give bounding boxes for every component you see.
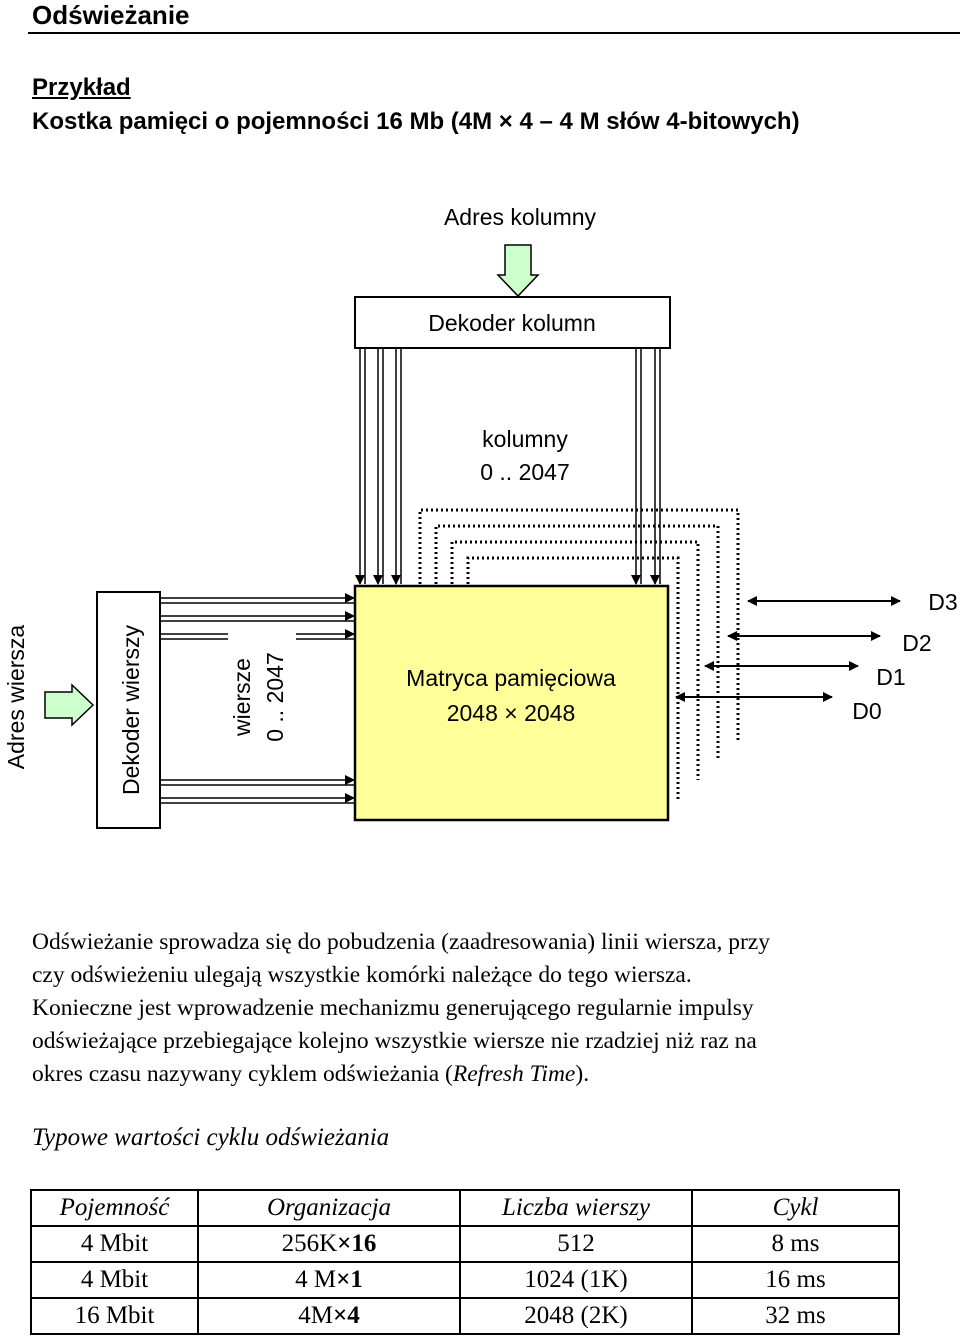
column-address-arrow xyxy=(496,244,540,298)
data-paths xyxy=(418,508,740,800)
column-address-label: Adres kolumny xyxy=(444,204,597,230)
column-decoder-label: Dekoder kolumn xyxy=(428,310,595,336)
table-cell: 16 ms xyxy=(691,1261,900,1299)
title-rule xyxy=(28,32,960,34)
table-cell: 32 ms xyxy=(691,1297,900,1335)
example-text-part: 4 xyxy=(519,108,533,135)
example-text-part: Kostka pamięci o pojemności 16 Mb (4M xyxy=(32,108,493,135)
table-header: Pojemność xyxy=(30,1189,199,1227)
times-icon: × xyxy=(336,1266,351,1293)
table-cell: 256K×16 xyxy=(197,1225,461,1263)
rows-range: 0 .. 2047 xyxy=(262,652,288,742)
table-cell: 4M×4 xyxy=(197,1297,461,1335)
example-label: Przykład xyxy=(32,74,131,101)
memory-matrix xyxy=(353,584,670,822)
table-caption: Typowe wartości cyklu odświeżania xyxy=(32,1124,390,1151)
table-cell: 4 M×1 xyxy=(197,1261,461,1299)
row-decoder-label: Dekoder wierszy xyxy=(118,625,144,795)
org-part: 4 xyxy=(347,1302,360,1329)
description-paragraph: Odświeżanie sprowadza się do pobudzenia … xyxy=(32,926,932,1091)
paragraph-line: odświeżające przebiegające kolejno wszys… xyxy=(32,1028,757,1054)
refresh-cycle-table: Pojemność Organizacja Liczba wierszy Cyk… xyxy=(30,1189,900,1335)
table-header: Cykl xyxy=(691,1189,900,1227)
paragraph-line: okres czasu nazywany cyklem odświeżania … xyxy=(32,1058,932,1091)
data-line-arrows xyxy=(675,596,901,702)
row-decoder-box xyxy=(96,591,161,829)
table-header: Liczba wierszy xyxy=(459,1189,693,1227)
column-decoder-box xyxy=(354,296,671,349)
times-icon: × xyxy=(337,1230,352,1257)
paragraph-text: ). xyxy=(575,1061,590,1087)
data-line-label: D1 xyxy=(876,664,905,690)
matrix-size: 2048 × 2048 xyxy=(447,700,576,726)
table-header: Organizacja xyxy=(197,1189,461,1227)
org-part: 4 M xyxy=(295,1266,337,1293)
row-address-arrow xyxy=(44,683,95,727)
rows-label: wiersze xyxy=(229,658,255,737)
paragraph-italic: Refresh Time xyxy=(452,1061,576,1087)
table-row: 4 Mbit 4 M×1 1024 (1K) 16 ms xyxy=(30,1261,900,1299)
times-icon: × xyxy=(498,108,513,135)
matrix-size-rows: 2048 xyxy=(447,700,498,726)
data-line-label: D2 xyxy=(902,630,931,656)
org-part: 1 xyxy=(350,1266,363,1293)
table-cell: 4 Mbit xyxy=(30,1225,199,1263)
rows-label-background xyxy=(228,630,296,760)
paragraph-line: Konieczne jest wprowadzenie mechanizmu g… xyxy=(32,995,754,1021)
row-lines xyxy=(160,593,355,804)
paragraph-line: czy odświeżeniu ulegają wszystkie komórk… xyxy=(32,962,692,988)
table-cell: 2048 (2K) xyxy=(459,1297,693,1335)
example-text-part: 4 M słów 4-bitowych) xyxy=(559,108,800,135)
columns-label: kolumny xyxy=(482,426,568,452)
page-title: Odświeżanie xyxy=(32,0,190,30)
table-row: 16 Mbit 4M×4 2048 (2K) 32 ms xyxy=(30,1297,900,1335)
paragraph-text: okres czasu nazywany cyklem odświeżania … xyxy=(32,1061,453,1087)
org-part: 16 xyxy=(351,1230,377,1257)
table-cell: 512 xyxy=(459,1225,693,1263)
dash-icon: – xyxy=(539,108,553,135)
times-icon: × xyxy=(332,1302,348,1329)
columns-range: 0 .. 2047 xyxy=(480,459,570,485)
table-cell: 8 ms xyxy=(691,1225,900,1263)
example-description: Kostka pamięci o pojemności 16 Mb (4M × … xyxy=(32,108,800,136)
org-part: 4M xyxy=(298,1302,333,1329)
data-line-label: D3 xyxy=(928,589,957,615)
table-cell: 4 Mbit xyxy=(30,1261,199,1299)
memory-chip-diagram: Adres kolumny Dekoder kolumn kolumny 0 .… xyxy=(3,204,958,829)
data-line-label: D0 xyxy=(852,698,881,724)
table-cell: 1024 (1K) xyxy=(459,1261,693,1299)
org-part: 256K xyxy=(281,1230,338,1257)
times-icon: × xyxy=(498,700,524,726)
row-address-label: Adres wiersza xyxy=(3,625,29,770)
table-cell: 16 Mbit xyxy=(30,1297,199,1335)
table-row: 4 Mbit 256K×16 512 8 ms xyxy=(30,1225,900,1263)
matrix-size-cols: 2048 xyxy=(524,700,575,726)
matrix-label: Matryca pamięciowa xyxy=(406,665,616,691)
column-lines xyxy=(355,348,661,585)
paragraph-line: Odświeżanie sprowadza się do pobudzenia … xyxy=(32,929,770,955)
table-header-row: Pojemność Organizacja Liczba wierszy Cyk… xyxy=(30,1189,900,1227)
